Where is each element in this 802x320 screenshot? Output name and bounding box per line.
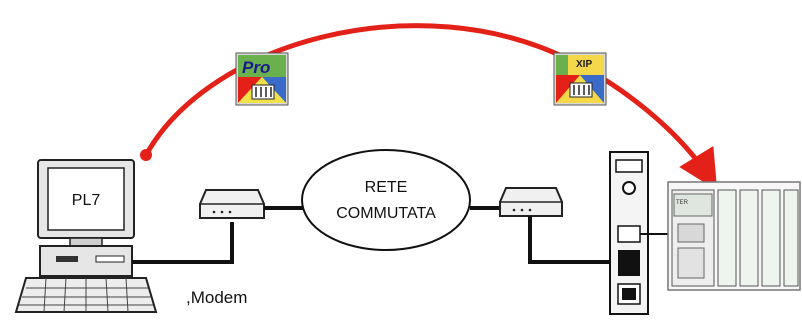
pc-workstation: PL7 [14,159,158,313]
pro-software-icon: Pro [235,52,289,106]
cable-modem-plc [528,216,626,264]
network-label-line2: COMMUTATA [336,205,436,222]
connection-arc [143,23,718,191]
pc-label: PL7 [72,192,101,209]
pro-icon-text: Pro [242,58,270,77]
xip-software-icon: XIP [553,52,607,106]
cable-pc-modem [132,222,234,264]
plc-tag-text: TER [676,200,689,206]
switched-network [301,149,471,251]
modem-label: ,Modem [186,288,247,307]
left-modem [199,189,265,219]
xip-icon-text: XIP [576,59,592,70]
plc-rack: TER [667,181,801,291]
right-modem [499,187,563,217]
arc-start-dot [140,149,152,161]
network-label-line1: RETE [365,179,408,196]
monitor-screen [47,167,125,231]
